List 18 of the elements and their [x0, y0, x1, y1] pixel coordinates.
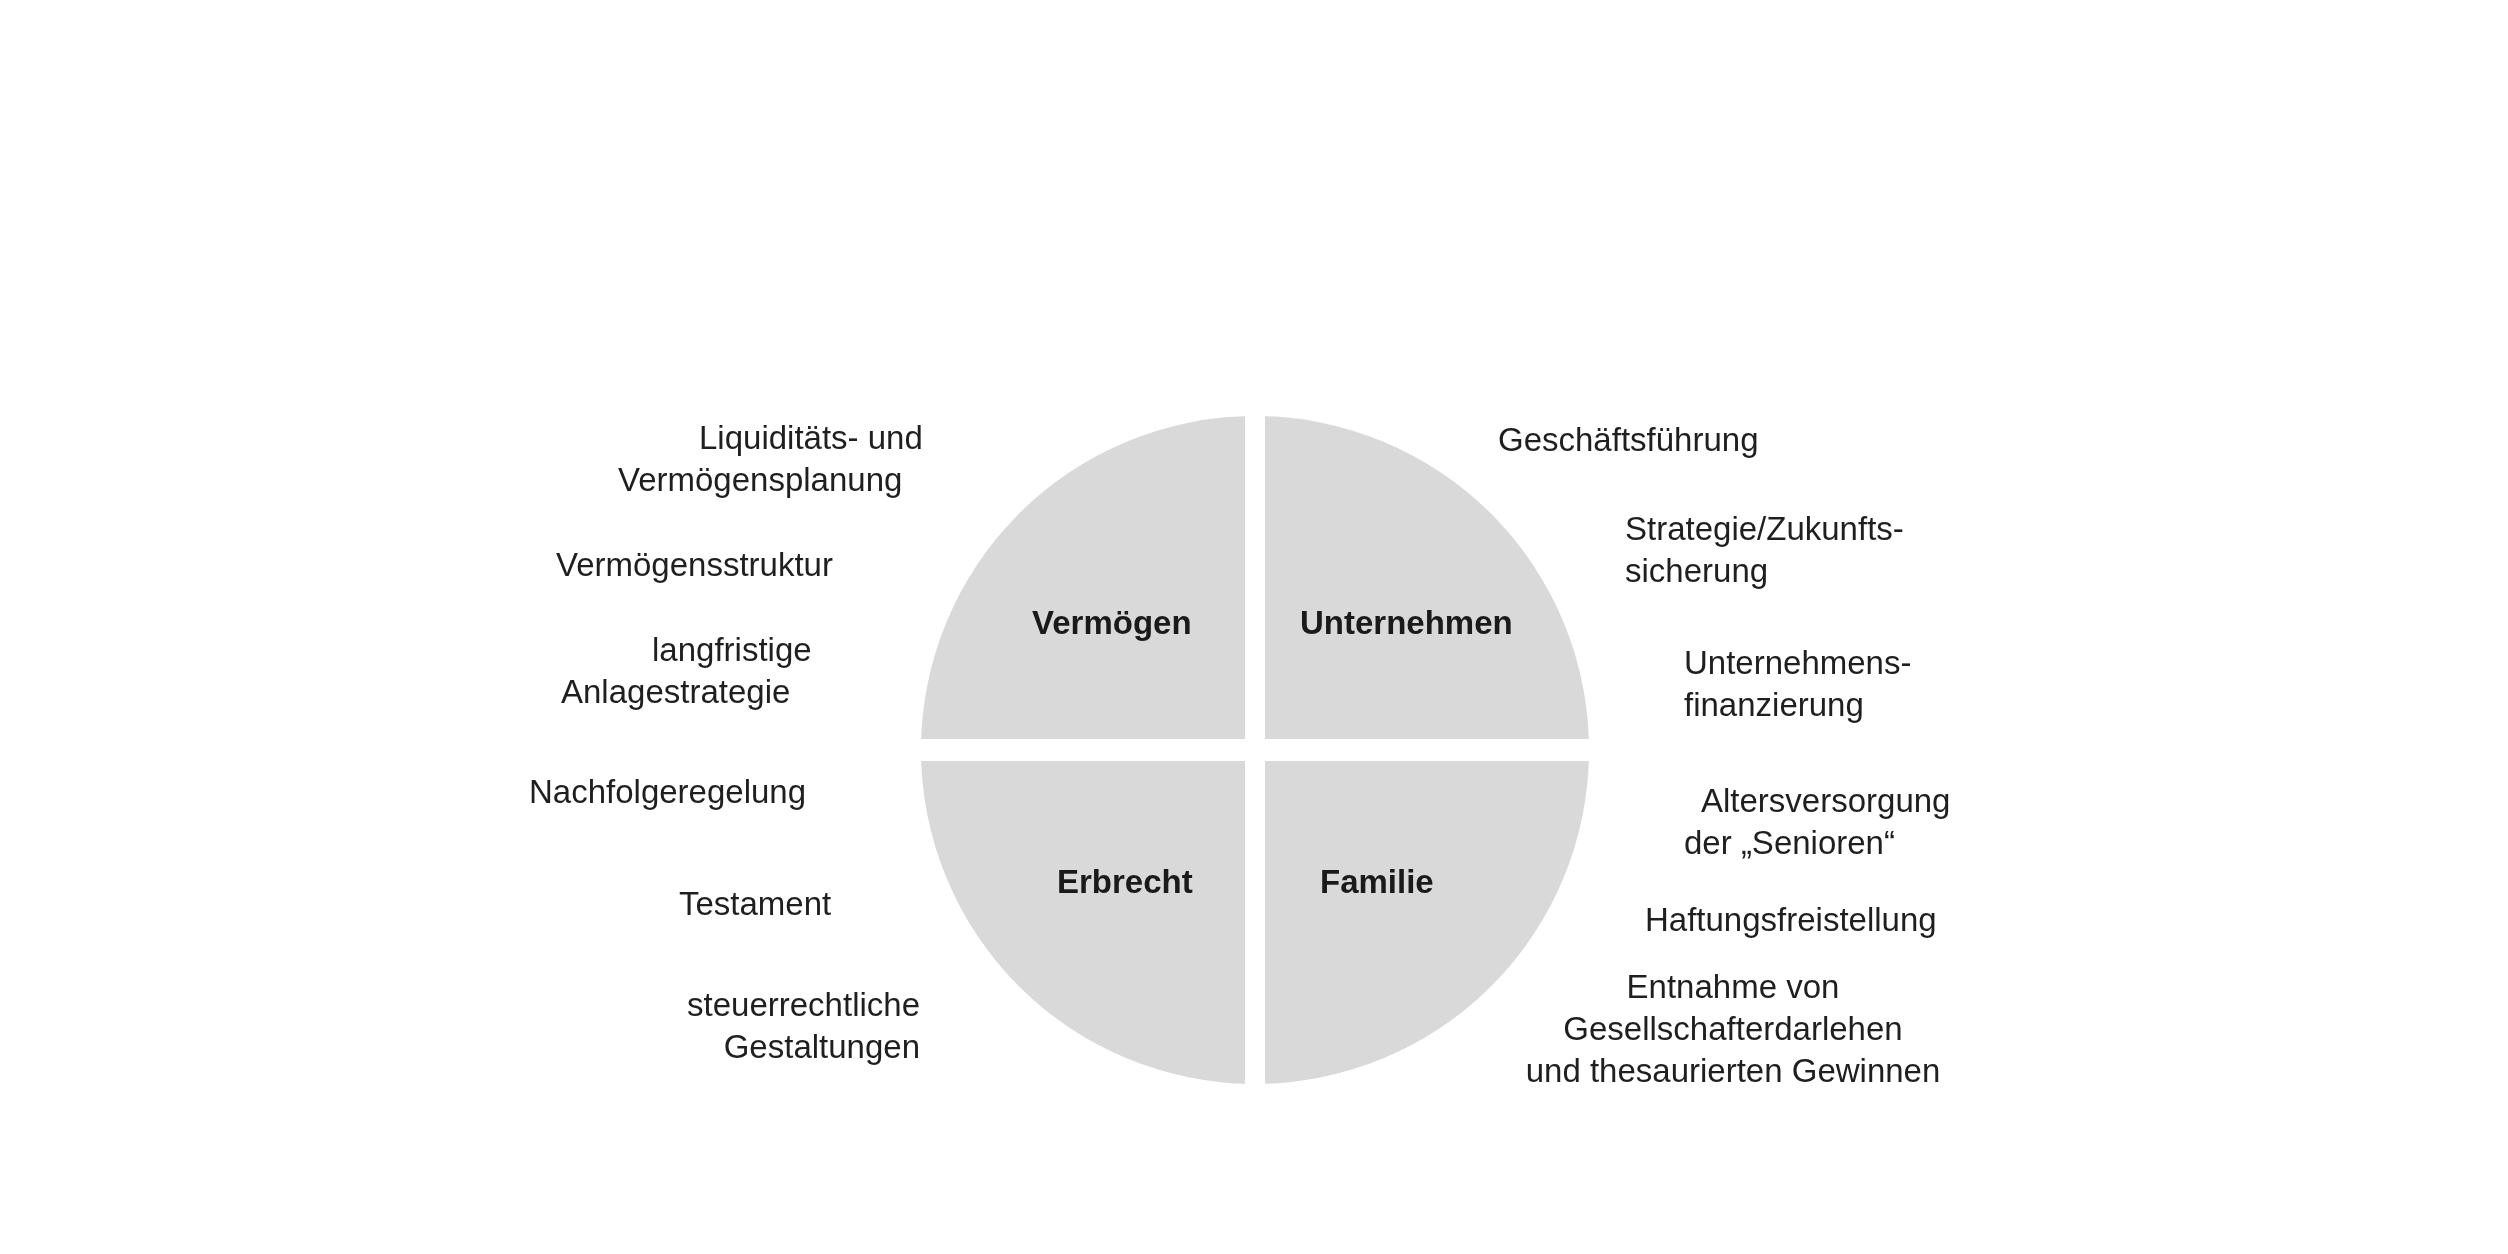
segment-title: Familie — [1320, 862, 1434, 902]
topic-text: Haftungsfreistellung — [1645, 900, 1937, 940]
topic-text: Strategie/Zukunfts- sicherung — [1625, 509, 1904, 591]
quarter-circle-segment — [921, 761, 1245, 1084]
quarter-circle-segment — [921, 416, 1245, 739]
segment-title: Erbrecht — [1057, 862, 1193, 902]
topic-text: Liquiditäts- und Vermögensplanung — [618, 418, 923, 500]
topic-text: Unternehmens- finanzierung — [1684, 643, 1912, 725]
segment-title: Unternehmen — [1300, 603, 1513, 643]
topic-text: Testament — [679, 884, 832, 924]
topic-text: Nachfolgeregelung — [529, 772, 807, 812]
topic-text: Altersversorgung der „Senioren“ — [1684, 781, 1951, 863]
topic-text: Vermögensstruktur — [556, 545, 833, 585]
topic-text: Geschäftsführung — [1498, 420, 1759, 460]
topic-text: Entnahme von Gesellschafterdarlehen und thesaurierten Gewinnen — [1525, 967, 1941, 1091]
topic-text: steuerrechtliche Gestaltungen — [687, 985, 920, 1067]
topic-text: langfristige Anlagestrategie — [561, 630, 812, 712]
segment-title: Vermögen — [1032, 603, 1192, 643]
